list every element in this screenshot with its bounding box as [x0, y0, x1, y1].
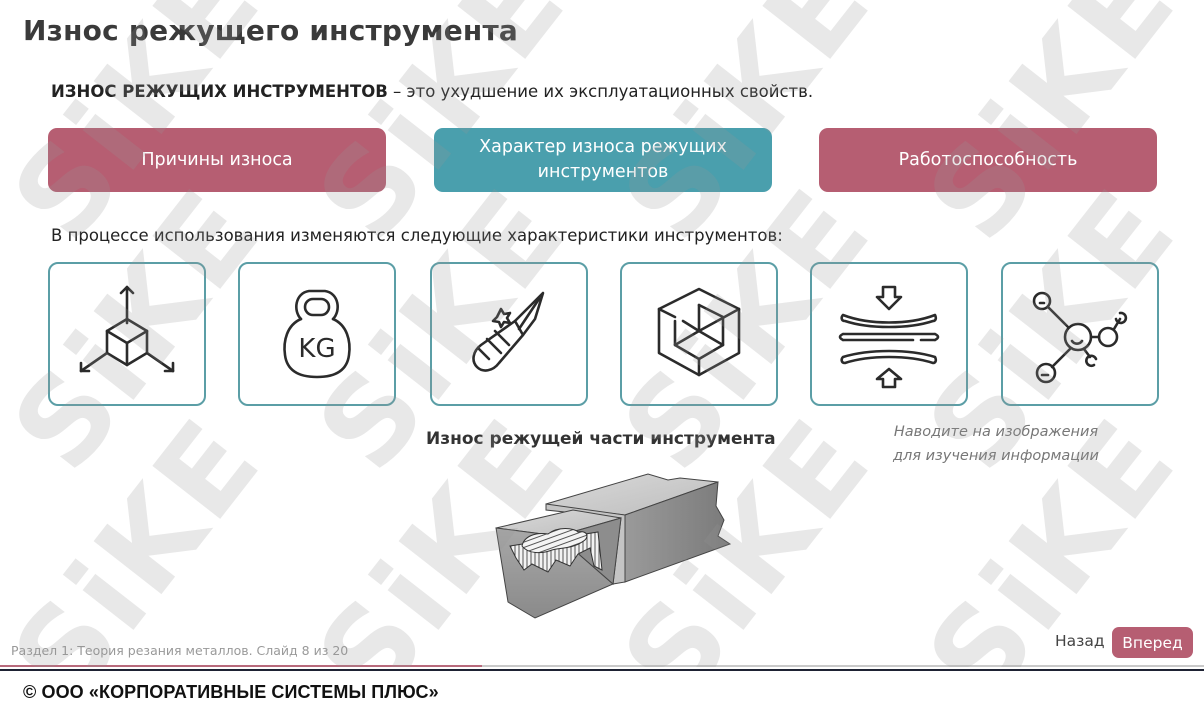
characteristic-card-sharpness[interactable] [430, 262, 588, 406]
copyright-text: © ООО «КОРПОРАТИВНЫЕ СИСТЕМЫ ПЛЮС» [23, 682, 439, 702]
page-title: Износ режущего инструмента [23, 14, 518, 47]
tab-wear-character[interactable]: Характер износа режущих инструментов [434, 128, 772, 192]
back-button[interactable]: Назад [1055, 632, 1105, 650]
hint-line: Наводите на изображения [893, 424, 1099, 440]
characteristic-card-structure[interactable] [1001, 262, 1159, 406]
slide-info: Раздел 1: Теория резания металлов. Слайд… [11, 643, 349, 658]
tab-label: Характер износа режущих инструментов [479, 137, 727, 182]
hollow-cube-shape-icon [657, 287, 741, 377]
tab-label: Работоспособность [898, 149, 1078, 170]
footer-divider [0, 669, 1204, 671]
hover-hint: Наводите на изображения для изучения инф… [860, 420, 1132, 468]
characteristic-card-shape[interactable] [620, 262, 778, 406]
characteristic-card-compression[interactable] [810, 262, 968, 406]
kettlebell-weight-kg-icon: KG [283, 289, 351, 379]
svg-text:KG: KG [298, 334, 335, 364]
tab-wear-causes[interactable]: Причины износа [48, 128, 386, 192]
tab-performance[interactable]: Работоспособность [819, 128, 1157, 192]
tab-label: Причины износа [141, 149, 293, 170]
characteristic-card-weight[interactable]: KG [238, 262, 396, 406]
hint-line: для изучения информации [893, 448, 1099, 464]
watermark: SiKE [0, 393, 288, 667]
compression-layers-icon [838, 285, 940, 389]
characteristics-intro: В процессе использования изменяются след… [51, 226, 783, 245]
next-button[interactable]: Вперед [1112, 627, 1193, 658]
molecule-structure-icon [1032, 291, 1128, 384]
knife-blade-sharpness-icon [472, 291, 545, 372]
figure-heading: Износ режущей части инструмента [426, 429, 776, 449]
dimensions-cube-arrows-icon [79, 285, 175, 373]
definition-body: – это ухудшение их эксплуатационных свой… [387, 82, 814, 101]
definition-term: ИЗНОС РЕЖУЩИХ ИНСТРУМЕНТОВ [51, 82, 388, 101]
progress-fill [0, 665, 482, 667]
progress-bar [0, 665, 1204, 667]
slide: Износ режущего инструмента ИЗНОС РЕЖУЩИХ… [0, 0, 1204, 667]
worn-cutting-tool-illustration [495, 473, 732, 619]
characteristic-card-dimensions[interactable] [48, 262, 206, 406]
definition-text: ИЗНОС РЕЖУЩИХ ИНСТРУМЕНТОВ – это ухудшен… [51, 82, 813, 101]
